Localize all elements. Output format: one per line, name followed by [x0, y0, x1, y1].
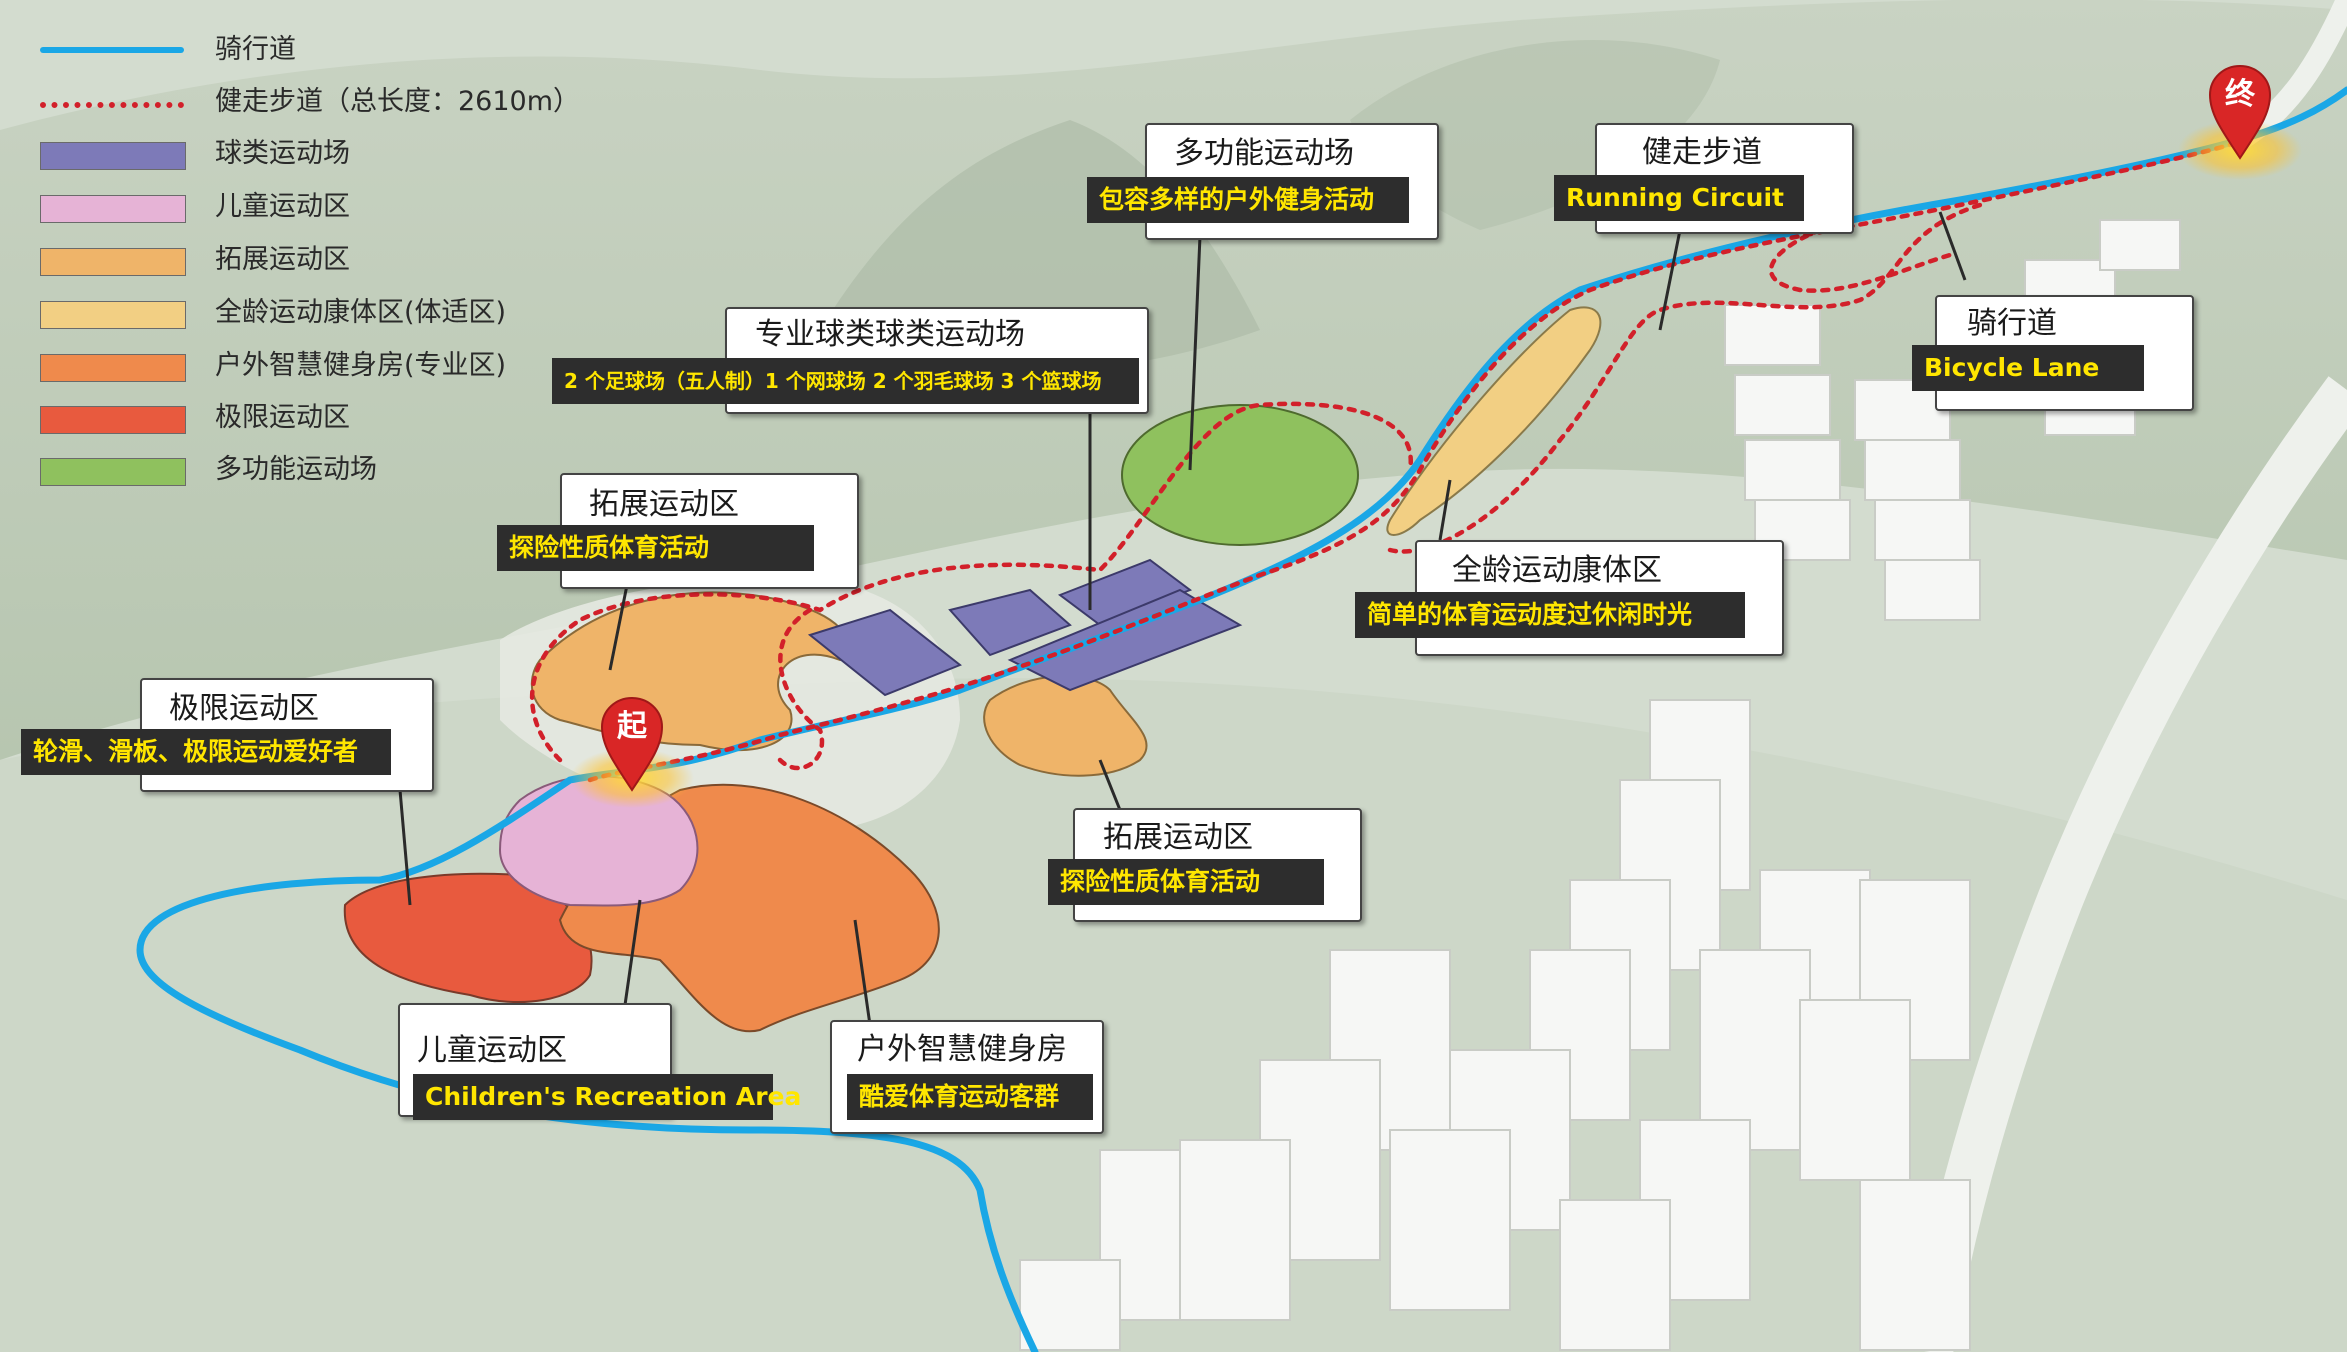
legend-swatch [40, 406, 186, 434]
callout-subtitle: 2 个足球场（五人制）1 个网球场 2 个羽毛球场 3 个篮球场 [552, 358, 1139, 404]
callout-title: 健走步道 [1642, 135, 1762, 170]
callout-title: 户外智慧健身房 [857, 1032, 1067, 1067]
callout-extreme-area: 极限运动区 轮滑、滑板、极限运动爱好者 [21, 678, 434, 792]
legend-item-extreme-area: 极限运动区 [40, 398, 640, 438]
legend-label: 全龄运动康体区(体适区) [215, 297, 507, 328]
callout-running-circuit: 健走步道 Running Circuit [1554, 123, 1854, 234]
legend-label: 户外智慧健身房(专业区) [215, 350, 507, 381]
legend-label: 儿童运动区 [215, 191, 350, 222]
legend-item-ball-courts: 球类运动场 [40, 134, 640, 174]
callout-title: 全龄运动康体区 [1452, 553, 1662, 588]
callout-children-area: 儿童运动区 Children's Recreation Area [398, 1003, 801, 1120]
ball-courts [807, 558, 1243, 697]
legend-line-symbol [40, 47, 184, 53]
callout-title: 骑行道 [1967, 306, 2057, 341]
callout-subtitle: 探险性质体育活动 [497, 525, 814, 571]
callout-subtitle: 酷爱体育运动客群 [847, 1074, 1093, 1120]
end-pin-label: 终 [2225, 77, 2255, 112]
legend-swatch [40, 142, 186, 170]
callout-title: 极限运动区 [169, 691, 319, 726]
leader-lines [398, 211, 1967, 1026]
callout-allage-area: 全龄运动康体区 简单的体育运动度过休闲时光 [1355, 540, 1784, 656]
legend-item-running-circuit: 健走步道（总长度：2610m） [40, 82, 640, 122]
callout-subtitle: 轮滑、滑板、极限运动爱好者 [21, 729, 391, 775]
legend-swatch [40, 248, 186, 276]
callout-subtitle: 简单的体育运动度过休闲时光 [1355, 592, 1745, 638]
callout-multi-court: 多功能运动场 包容多样的户外健身活动 [1087, 123, 1439, 240]
start-pin-icon [600, 696, 664, 792]
legend-swatch [40, 301, 186, 329]
callout-title: 拓展运动区 [1103, 820, 1253, 855]
callout-subtitle: Running Circuit [1554, 175, 1804, 221]
callout-expand-area-2: 拓展运动区 探险性质体育活动 [1048, 808, 1362, 922]
running-circuit [529, 137, 2250, 783]
callout-expand-area-1: 拓展运动区 探险性质体育活动 [497, 473, 859, 589]
allage-zone [1386, 306, 1602, 536]
extreme-zone [343, 872, 593, 1004]
legend-item-gym-area: 户外智慧健身房(专业区) [40, 346, 640, 386]
callout-subtitle: Children's Recreation Area [413, 1074, 801, 1120]
callout-subtitle: 包容多样的户外健身活动 [1087, 177, 1409, 223]
start-pin-label: 起 [617, 709, 647, 744]
callout-title: 多功能运动场 [1174, 136, 1354, 171]
legend-item-allage-area: 全龄运动康体区(体适区) [40, 293, 640, 333]
legend-swatch [40, 458, 186, 486]
callout-subtitle: Bicycle Lane [1912, 345, 2144, 391]
callout-bicycle-lane: 骑行道 Bicycle Lane [1912, 295, 2194, 411]
legend-label: 健走步道（总长度：2610m） [215, 86, 581, 117]
legend-label: 拓展运动区 [215, 244, 350, 275]
buildings [1019, 219, 2181, 1351]
callout-title: 专业球类球类运动场 [755, 317, 1025, 352]
legend-label: 球类运动场 [215, 138, 350, 169]
callout-subtitle: 探险性质体育活动 [1048, 859, 1324, 905]
legend-label: 多功能运动场 [215, 454, 377, 485]
multi-court [1121, 404, 1359, 546]
legend-label: 骑行道 [215, 34, 296, 65]
legend-dash-symbol [40, 102, 184, 108]
callout-ball-courts: 专业球类球类运动场 2 个足球场（五人制）1 个网球场 2 个羽毛球场 3 个篮… [552, 307, 1149, 414]
legend-swatch [40, 354, 186, 382]
legend-item-bicycle-lane: 骑行道 [40, 30, 640, 70]
legend-item-children-area: 儿童运动区 [40, 187, 640, 227]
callout-title: 拓展运动区 [589, 487, 739, 522]
callout-gym: 户外智慧健身房 酷爱体育运动客群 [830, 1020, 1104, 1134]
mountain-ridge-2 [1350, 40, 1720, 230]
legend-label: 极限运动区 [215, 402, 350, 433]
legend-item-multi-court: 多功能运动场 [40, 450, 640, 490]
legend-item-expand-area: 拓展运动区 [40, 240, 640, 280]
legend-swatch [40, 195, 186, 223]
end-pin-icon [2208, 64, 2272, 160]
callout-title: 儿童运动区 [417, 1033, 567, 1068]
